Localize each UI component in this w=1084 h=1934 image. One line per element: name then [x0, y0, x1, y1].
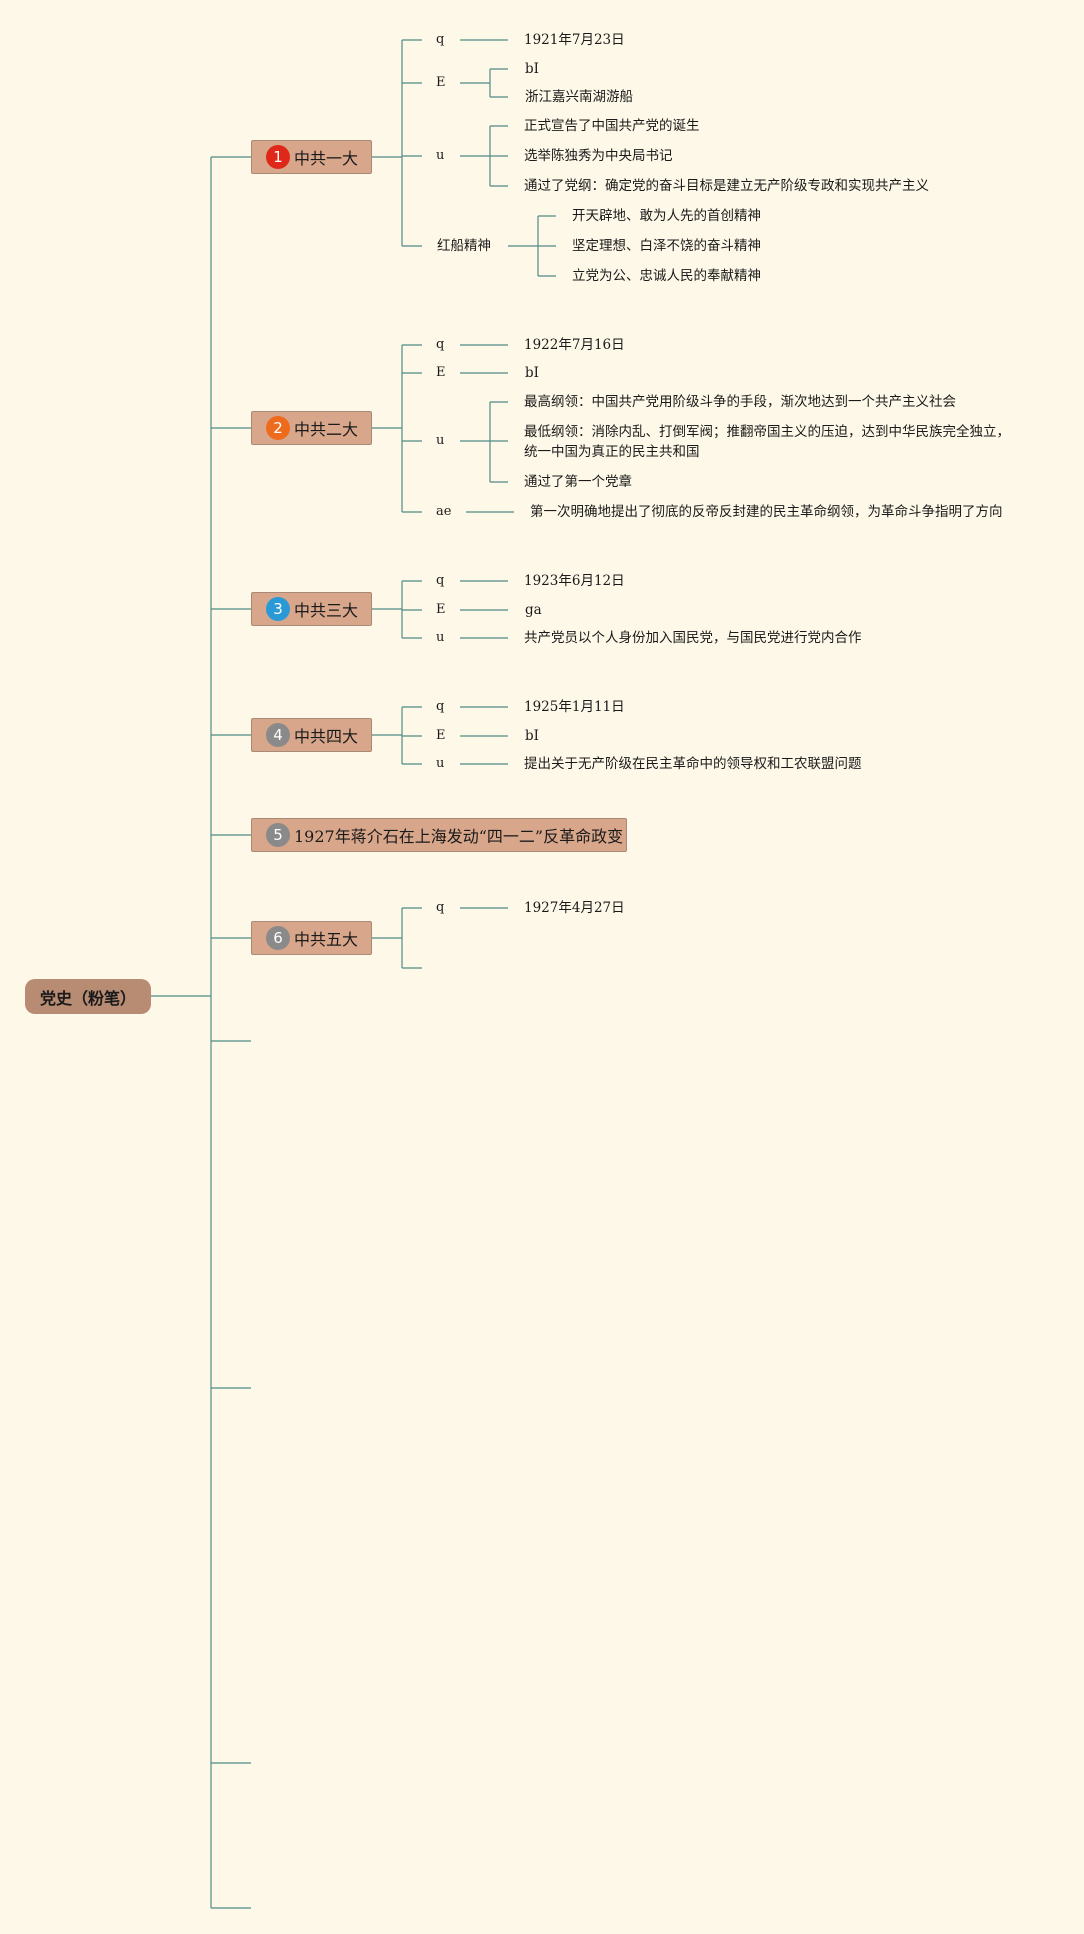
section-node-2[interactable]: 2 中共二大	[251, 411, 372, 445]
label-e: E	[436, 365, 446, 380]
content-item: 最高纲领：中国共产党用阶级斗争的手段，渐次地达到一个共产主义社会	[524, 394, 956, 410]
section-title: 中共五大	[294, 930, 359, 949]
content-item: 最低纲领：消除内乱、打倒军阀；推翻帝国主义的压迫，达到中华民族完全独立，统一中国…	[524, 424, 1010, 460]
root-label: 党史（粉笔）	[39, 988, 136, 1008]
label-q: q	[436, 573, 445, 588]
section-node-6[interactable]: 6 中共五大	[251, 921, 372, 955]
content-item: 共产党员以个人身份加入国民党，与国民党进行党内合作	[524, 630, 862, 646]
significance-text: 第一次明确地提出了彻底的反帝反封建的民主革命纲领，为革命斗争指明了方向	[530, 504, 1003, 520]
spirit-label: 红船精神	[437, 238, 491, 254]
date-text: 1922年7月16日	[524, 337, 625, 353]
section-title: 中共一大	[294, 149, 359, 168]
label-e: E	[436, 75, 446, 90]
root-node[interactable]: 党史（粉笔）	[25, 979, 151, 1014]
label-u: u	[436, 433, 445, 448]
section-node-4[interactable]: 4 中共四大	[251, 718, 372, 752]
section-node-1[interactable]: 1 中共一大	[251, 140, 372, 174]
number-badge: 4	[266, 723, 290, 747]
section-title: 中共三大	[294, 601, 359, 620]
section-title: 1927年蒋介石在上海发动“四一二”反革命政变	[294, 827, 624, 846]
spirit-item: 立党为公、忠诚人民的奉献精神	[572, 268, 761, 284]
section-node-5[interactable]: 5 1927年蒋介石在上海发动“四一二”反革命政变	[251, 818, 627, 852]
location-code: bI	[525, 61, 539, 77]
number-badge: 2	[266, 416, 290, 440]
spirit-item: 坚定理想、白泽不饶的奋斗精神	[572, 238, 761, 254]
number-badge: 6	[266, 926, 290, 950]
content-item: 通过了第一个党章	[524, 474, 632, 490]
label-u: u	[436, 756, 445, 771]
location-code: bI	[525, 728, 539, 744]
content-item: 正式宣告了中国共产党的诞生	[524, 118, 700, 134]
date-text: 1925年1月11日	[524, 699, 625, 715]
number-badge: 3	[266, 597, 290, 621]
label-q: q	[436, 699, 445, 714]
label-e: E	[436, 602, 446, 617]
label-u: u	[436, 630, 445, 645]
location-code: bI	[525, 365, 539, 381]
number-badge: 5	[266, 823, 290, 847]
label-e: E	[436, 728, 446, 743]
label-q: q	[436, 900, 445, 915]
date-text: 1927年4月27日	[524, 900, 625, 916]
significance-label: ae	[436, 504, 452, 519]
spirit-item: 开天辟地、敢为人先的首创精神	[572, 208, 761, 224]
content-item: 提出关于无产阶级在民主革命中的领导权和工农联盟问题	[524, 756, 862, 772]
location-text: 浙江嘉兴南湖游船	[525, 89, 633, 105]
section-node-3[interactable]: 3 中共三大	[251, 592, 372, 626]
label-q: q	[436, 337, 445, 352]
content-item: 通过了党纲：确定党的奋斗目标是建立无产阶级专政和实现共产主义	[524, 178, 929, 194]
label-q: q	[436, 32, 445, 47]
date-text: 1921年7月23日	[524, 32, 625, 48]
section-title: 中共二大	[294, 420, 359, 439]
date-text: 1923年6月12日	[524, 573, 625, 589]
label-u: u	[436, 148, 445, 163]
content-item: 选举陈独秀为中央局书记	[524, 148, 673, 164]
section-title: 中共四大	[294, 727, 359, 746]
location-code: ga	[525, 602, 542, 618]
number-badge: 1	[266, 145, 290, 169]
